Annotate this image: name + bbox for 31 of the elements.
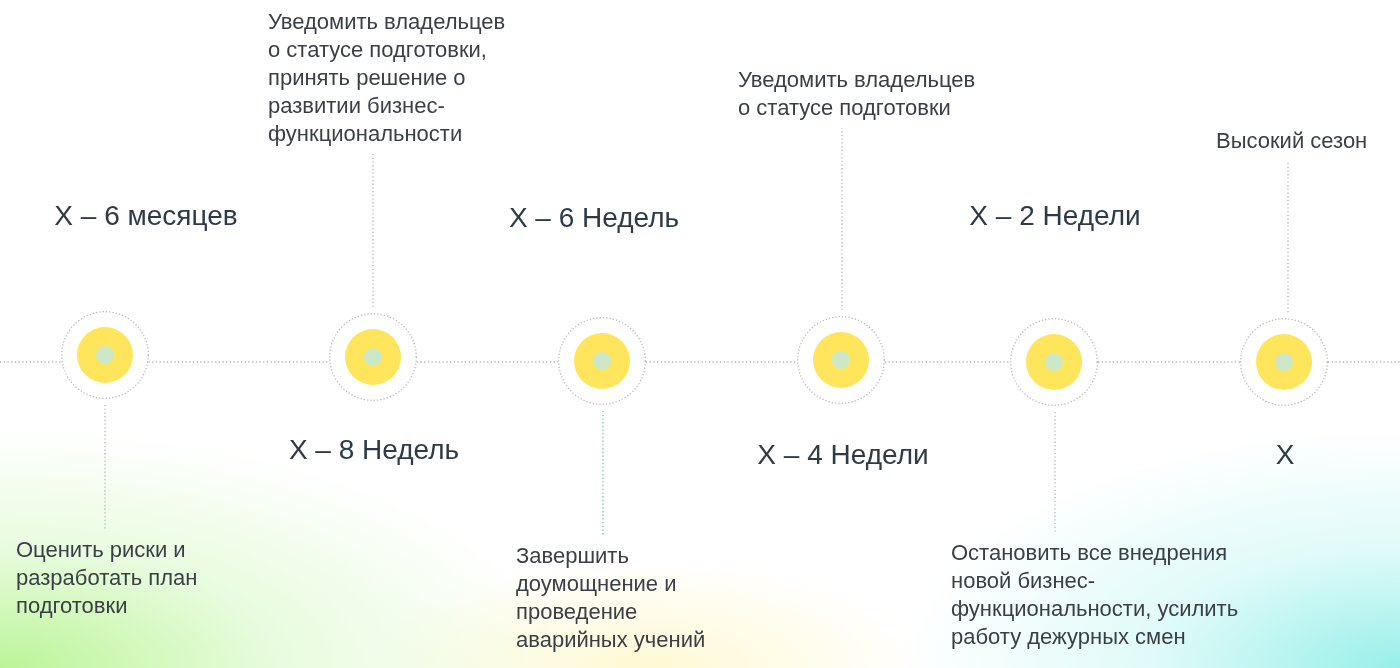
leader-line [841,127,843,311]
milestone-description: Высокий сезон [1216,127,1386,155]
time-label: X – 8 Недель [288,433,460,467]
timeline-line [1327,361,1400,363]
timeline-line [416,361,559,363]
time-label: X – 6 месяцев [54,199,238,233]
timeline-line [884,361,1011,363]
milestone-description: Уведомить владельцев о статусе подготовки [738,66,988,122]
leader-line [1287,160,1289,313]
time-label: X – 6 Недель [508,201,680,235]
leader-line [104,404,106,531]
timeline-line [147,361,330,363]
timeline-line [0,361,63,363]
milestone-marker [1010,318,1098,406]
milestone-description: Оценить риски и разработать план подготовки [16,536,236,620]
milestone-description: Уведомить владельцев о статусе подготовки, принять решение о развитии бизнес-функциональности [268,8,518,148]
leader-line [1054,411,1056,534]
milestone-marker [1240,318,1328,406]
milestone-marker [329,313,417,401]
milestone-description: Завершить доумощнение и проведение аварийных учений [516,542,741,654]
time-label: X – 2 Недели [969,199,1141,233]
leader-line [372,153,374,308]
time-label: X [1275,438,1295,472]
time-label: X – 4 Недели [757,438,929,472]
milestone-description: Остановить все внедрения новой бизнес-функциональности, усилить работу дежурных смен [951,539,1256,651]
timeline-line [1097,361,1241,363]
milestone-marker [61,311,149,399]
timeline-line [645,361,798,363]
milestone-marker [797,316,885,404]
leader-line [602,410,604,537]
milestone-marker [558,317,646,405]
